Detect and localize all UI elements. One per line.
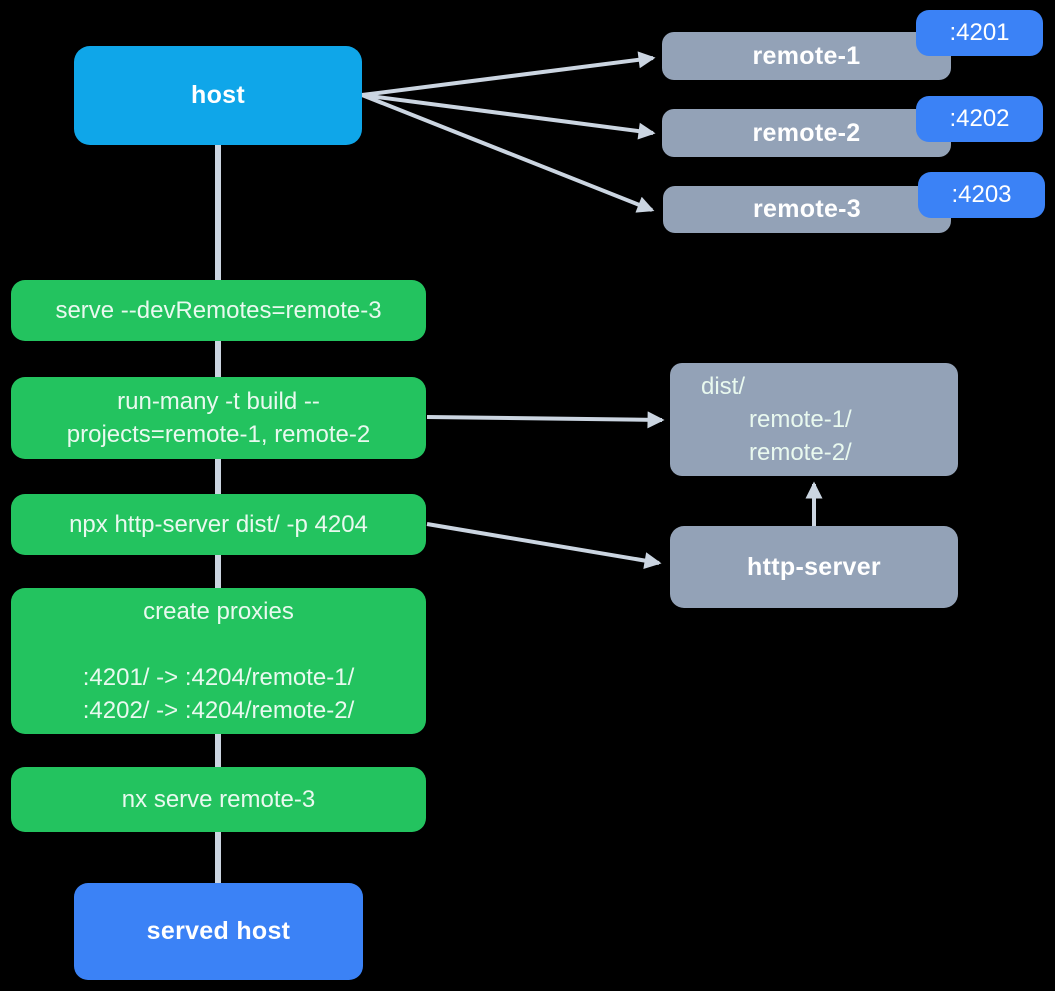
step-run-many-build-line-2: projects=remote-1, remote-2 [66, 421, 371, 448]
dist-folder-node: dist/ remote-1/ remote-2/ [670, 363, 958, 476]
host-label: host [191, 81, 245, 109]
step-create-proxies-mapping-1: :4201/ -> :4204/remote-1/ [82, 664, 355, 691]
port-4202-label: :4202 [949, 105, 1010, 132]
arrow-host-to-remote-1 [361, 51, 656, 97]
host-node: host [74, 46, 362, 145]
step-npx-http-server-text: npx http-server dist/ -p 4204 [69, 511, 368, 538]
port-4203-label: :4203 [951, 181, 1012, 208]
port-badge-4201: :4201 [916, 10, 1043, 56]
step-nx-serve-remote-3: nx serve remote-3 [11, 767, 426, 832]
remote-3-node: remote-3 [663, 186, 951, 233]
remote-3-label: remote-3 [753, 195, 861, 223]
arrow-http-server-cmd-to-http-server [426, 522, 662, 569]
arrow-host-to-remote-2 [361, 93, 656, 140]
step-serve-dev-remotes-text: serve --devRemotes=remote-3 [55, 297, 382, 324]
step-run-many-build: run-many -t build -- projects=remote-1, … [11, 377, 426, 459]
step-create-proxies: create proxies :4201/ -> :4204/remote-1/… [11, 588, 426, 734]
remote-1-node: remote-1 [662, 32, 951, 80]
remote-2-node: remote-2 [662, 109, 951, 157]
step-create-proxies-mapping-2: :4202/ -> :4204/remote-2/ [82, 697, 355, 724]
arrow-run-many-to-dist [426, 411, 665, 429]
dist-folder-root: dist/ [701, 373, 746, 400]
dist-folder-remote-1: remote-1/ [749, 406, 852, 433]
step-npx-http-server: npx http-server dist/ -p 4204 [11, 494, 426, 555]
step-run-many-build-line-1: run-many -t build -- [117, 388, 320, 415]
step-create-proxies-title: create proxies [143, 598, 294, 625]
served-host-node: served host [74, 883, 363, 980]
remote-2-label: remote-2 [752, 118, 861, 147]
served-host-label: served host [146, 917, 291, 945]
port-4201-label: :4201 [949, 19, 1010, 46]
dist-folder-remote-2: remote-2/ [749, 439, 852, 466]
http-server-node: http-server [670, 526, 958, 608]
remote-1-label: remote-1 [752, 41, 861, 70]
http-server-label: http-server [747, 552, 881, 581]
step-nx-serve-remote-3-text: nx serve remote-3 [121, 786, 316, 813]
port-badge-4203: :4203 [918, 172, 1045, 218]
port-badge-4202: :4202 [916, 96, 1043, 142]
step-serve-dev-remotes: serve --devRemotes=remote-3 [11, 280, 426, 341]
arrow-host-to-remote-3 [361, 93, 655, 213]
